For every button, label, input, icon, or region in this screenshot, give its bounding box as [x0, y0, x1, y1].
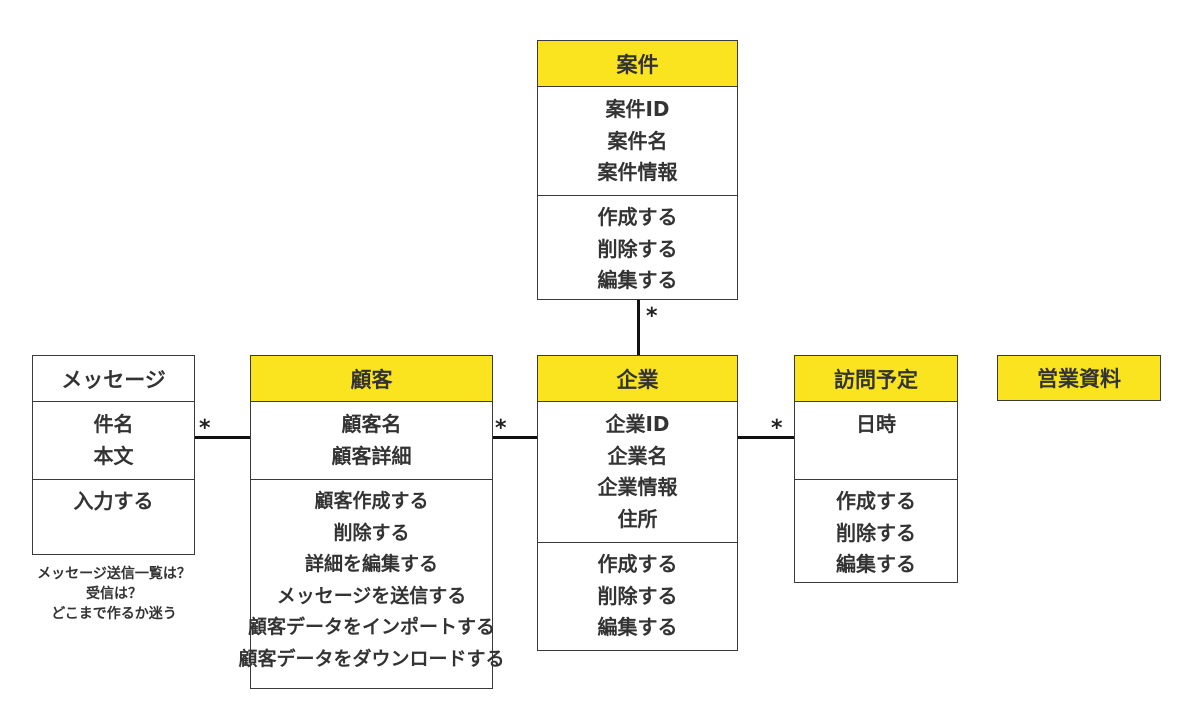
multiplicity-anken-kigyo: *	[646, 304, 658, 329]
class-message-header: メッセージ	[33, 356, 194, 402]
class-eigyo[interactable]: 営業資料	[997, 355, 1161, 401]
class-kokyaku-operations: 顧客作成する 削除する 詳細を編集する メッセージを送信する 顧客データをインポ…	[238, 479, 505, 675]
operation: 削除する	[597, 236, 678, 261]
multiplicity-kigyo-houmon: *	[771, 416, 783, 441]
operation: メッセージを送信する	[276, 584, 467, 607]
class-houmon-header: 訪問予定	[795, 356, 957, 402]
operation: 削除する	[597, 583, 678, 608]
note-line: どこまで作るか迷う	[51, 606, 177, 622]
attribute: 住所	[617, 506, 658, 531]
attribute: 企業情報	[597, 475, 678, 499]
class-kigyo-header: 企業	[538, 356, 737, 402]
class-anken-operations: 作成する 削除する 編集する	[538, 195, 737, 297]
class-eigyo-header: 営業資料	[998, 356, 1160, 400]
operation: 編集する	[597, 268, 678, 292]
note-line: 受信は？	[86, 586, 142, 602]
class-anken-attributes: 案件ID 案件名 案件情報	[538, 87, 737, 195]
class-anken[interactable]: 案件 案件ID 案件名 案件情報 作成する 削除する 編集する	[537, 40, 738, 300]
class-anken-header: 案件	[538, 41, 737, 87]
message-kokyaku-connector	[194, 436, 251, 439]
class-kigyo-attributes: 企業ID 企業名 企業情報 住所	[538, 402, 737, 542]
attribute: 企業ID	[605, 412, 670, 436]
attribute: 本文	[93, 443, 134, 468]
class-kigyo-operations: 作成する 削除する 編集する	[538, 542, 737, 644]
operation: 削除する	[333, 521, 410, 544]
operation: 削除する	[836, 520, 916, 545]
note-line: メッセージ送信一覧は？	[37, 566, 191, 582]
operation: 編集する	[597, 615, 678, 639]
class-message[interactable]: メッセージ 件名 本文 入力する	[32, 355, 195, 555]
operation: 顧客データをダウンロードする	[238, 647, 505, 670]
operation: 詳細を編集する	[304, 553, 438, 575]
attribute: 案件名	[607, 128, 668, 153]
message-note: メッセージ送信一覧は？ 受信は？ どこまで作るか迷う	[12, 564, 216, 624]
kigyo-houmon-connector	[737, 436, 794, 439]
attribute: 件名	[93, 412, 134, 436]
operation: 作成する	[597, 205, 678, 229]
attribute: 顧客名	[341, 412, 402, 436]
class-kokyaku-attributes: 顧客名 顧客詳細	[251, 402, 492, 479]
class-houmon-operations: 作成する 削除する 編集する	[795, 479, 957, 581]
operation: 編集する	[836, 552, 916, 576]
attribute: 案件情報	[597, 160, 678, 184]
attribute: 顧客詳細	[331, 443, 412, 468]
kokyaku-kigyo-connector	[492, 436, 538, 439]
anken-kigyo-connector	[637, 299, 640, 355]
class-kokyaku[interactable]: 顧客 顧客名 顧客詳細 顧客作成する 削除する 詳細を編集する メッセージを送信…	[238, 355, 505, 689]
attribute: 日時	[856, 412, 896, 436]
class-kigyo[interactable]: 企業 企業ID 企業名 企業情報 住所 作成する 削除する 編集する	[537, 355, 738, 651]
operation: 作成する	[836, 489, 916, 513]
class-houmon-attributes: 日時	[795, 402, 957, 479]
attribute: 企業名	[607, 443, 668, 468]
operation: 顧客作成する	[314, 490, 429, 512]
operation: 作成する	[597, 552, 678, 576]
attribute: 案件ID	[605, 97, 670, 121]
multiplicity-kokyaku-kigyo: *	[495, 416, 507, 441]
multiplicity-message-kokyaku: *	[199, 416, 211, 441]
operation: 顧客データをインポートする	[247, 616, 495, 638]
class-message-attributes: 件名 本文	[33, 402, 194, 479]
class-message-operations: 入力する	[33, 479, 194, 518]
class-houmon[interactable]: 訪問予定 日時 作成する 削除する 編集する	[794, 355, 958, 583]
class-kokyaku-header: 顧客	[251, 356, 492, 402]
operation: 入力する	[73, 489, 154, 513]
